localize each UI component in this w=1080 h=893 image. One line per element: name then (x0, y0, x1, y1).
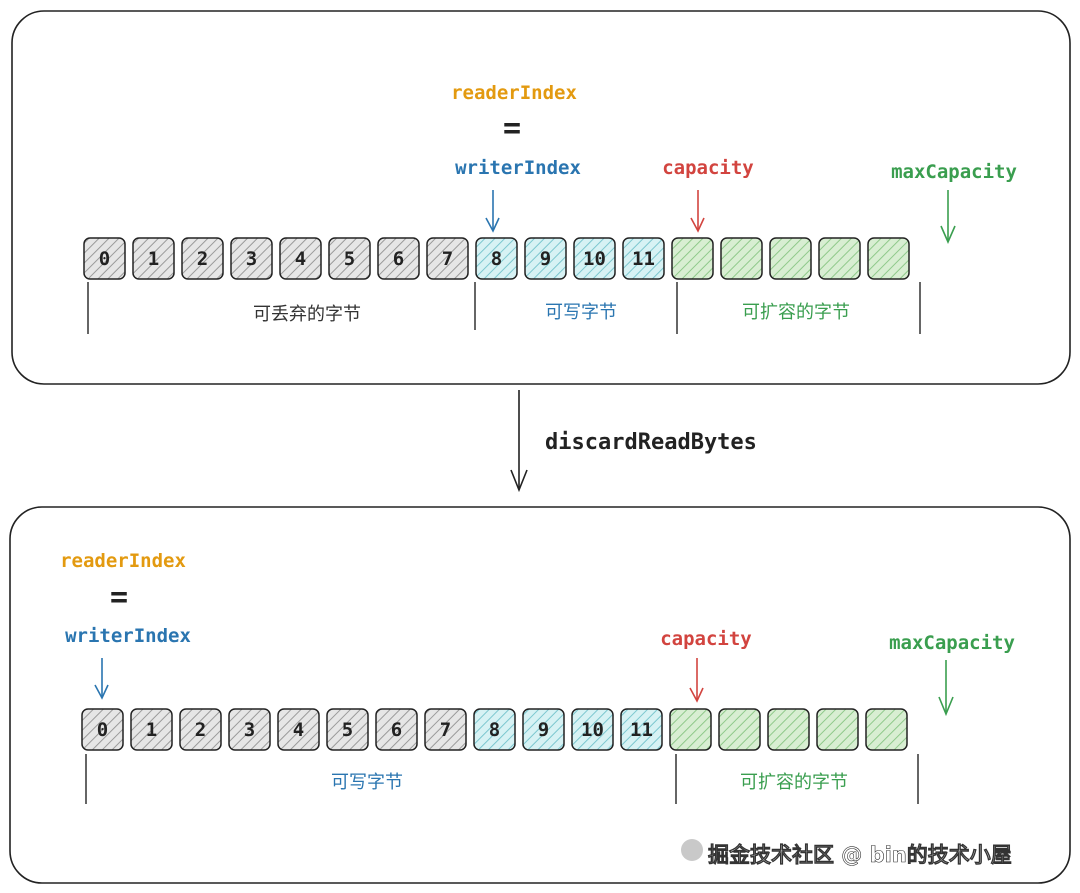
bottom-byte-index-label: 5 (342, 719, 353, 741)
top-writable-bytes-label: 可写字节 (545, 302, 617, 323)
top-byte-cell (671, 237, 714, 280)
top-byte-cell (769, 237, 812, 280)
bottom-byte-cell (767, 708, 810, 751)
bottom-byte-index-label: 6 (391, 719, 402, 741)
bottom-byte-cell (571, 708, 614, 751)
bottom-byte-cell (375, 708, 418, 751)
bottom-writer-index-label: writerIndex (65, 625, 191, 647)
top-byte-index-label: 5 (344, 248, 355, 270)
top-writer-index-arrow (485, 190, 500, 233)
top-writer-index-label: writerIndex (455, 157, 581, 179)
top-byte-cell (524, 237, 567, 280)
bottom-writable-bytes-label: 可写字节 (331, 772, 403, 793)
bottom-byte-cell (522, 708, 565, 751)
top-discardable-bytes-label: 可丢弃的字节 (253, 304, 361, 325)
top-byte-index-label: 8 (491, 248, 502, 270)
bottom-byte-cell (620, 708, 663, 751)
top-capacity-arrow (690, 190, 705, 233)
top-byte-cell (720, 237, 763, 280)
top-byte-cell (377, 237, 420, 280)
bottom-byte-cell (81, 708, 124, 751)
top-reader-index-label: readerIndex (451, 82, 577, 104)
top-byte-index-label: 10 (583, 248, 606, 270)
bottom-byte-cell (424, 708, 467, 751)
top-byte-cell (83, 237, 126, 280)
top-byte-index-label: 1 (148, 248, 159, 270)
top-byte-index-label: 11 (632, 248, 655, 270)
bottom-byte-cell (669, 708, 712, 751)
top-byte-cell (818, 237, 861, 280)
top-byte-index-label: 7 (442, 248, 453, 270)
bottom-byte-cells: 0 1 2 3 4 5 6 7 8 9 10 11 (81, 708, 908, 751)
bottom-byte-cell (718, 708, 761, 751)
bottom-panel-frame (9, 506, 1071, 884)
top-max-capacity-label: maxCapacity (891, 161, 1017, 183)
bottom-byte-index-label: 0 (97, 719, 108, 741)
bottom-byte-cell (277, 708, 320, 751)
bottom-byte-cell (228, 708, 271, 751)
bottom-capacity-arrow (689, 658, 704, 703)
watermark: 掘金技术社区 @ bin的技术小屋 (681, 839, 1012, 867)
top-byte-index-label: 0 (99, 248, 110, 270)
bottom-max-capacity-arrow (938, 660, 954, 717)
top-byte-cell (475, 237, 518, 280)
top-byte-cells: 0 1 2 3 4 5 6 7 8 9 10 11 (83, 237, 910, 280)
top-max-capacity-arrow (940, 190, 956, 244)
bottom-byte-index-label: 10 (581, 719, 604, 741)
bottom-byte-cell (130, 708, 173, 751)
top-byte-index-label: 3 (246, 248, 257, 270)
top-byte-cell (622, 237, 665, 280)
bottom-byte-cell (326, 708, 369, 751)
bottom-equals-sign: = (110, 580, 128, 615)
top-byte-cell (328, 237, 371, 280)
bottom-byte-index-label: 7 (440, 719, 451, 741)
watermark-text: 掘金技术社区 @ bin的技术小屋 (708, 843, 1012, 867)
bottom-byte-cell (865, 708, 908, 751)
top-byte-cell (426, 237, 469, 280)
wechat-icon (681, 839, 703, 861)
bottom-panel: readerIndex = writerIndex capacity maxCa… (9, 506, 1071, 884)
bottom-byte-index-label: 4 (293, 719, 304, 741)
top-byte-cell (132, 237, 175, 280)
discard-read-bytes-label: discardReadBytes (545, 430, 757, 455)
bottom-byte-index-label: 3 (244, 719, 255, 741)
top-byte-cell (181, 237, 224, 280)
top-expandable-bytes-label: 可扩容的字节 (742, 302, 850, 323)
bottom-byte-index-label: 2 (195, 719, 206, 741)
top-byte-index-label: 9 (540, 248, 551, 270)
bottom-byte-index-label: 8 (489, 719, 500, 741)
top-byte-index-label: 6 (393, 248, 404, 270)
bottom-reader-index-label: readerIndex (60, 550, 186, 572)
top-byte-index-label: 2 (197, 248, 208, 270)
top-byte-index-label: 4 (295, 248, 306, 270)
bottom-byte-index-label: 11 (630, 719, 653, 741)
bottom-capacity-label: capacity (660, 628, 752, 650)
bottom-byte-index-label: 1 (146, 719, 157, 741)
top-panel: readerIndex = writerIndex capacity maxCa… (11, 10, 1071, 385)
top-byte-cell (279, 237, 322, 280)
bottom-max-capacity-label: maxCapacity (889, 632, 1015, 654)
bottom-writer-index-arrow (94, 658, 109, 700)
top-panel-frame (11, 10, 1071, 385)
bottom-byte-cell (816, 708, 859, 751)
bottom-section-brackets (85, 754, 919, 804)
top-section-brackets (87, 282, 921, 334)
top-byte-cell (573, 237, 616, 280)
top-byte-cell (230, 237, 273, 280)
bottom-byte-index-label: 9 (538, 719, 549, 741)
bottom-byte-cell (473, 708, 516, 751)
top-equals-sign: = (503, 111, 521, 146)
top-byte-cell (867, 237, 910, 280)
top-capacity-label: capacity (662, 157, 754, 179)
bottom-expandable-bytes-label: 可扩容的字节 (740, 772, 848, 793)
bottom-byte-cell (179, 708, 222, 751)
operation-arrow (510, 390, 528, 493)
